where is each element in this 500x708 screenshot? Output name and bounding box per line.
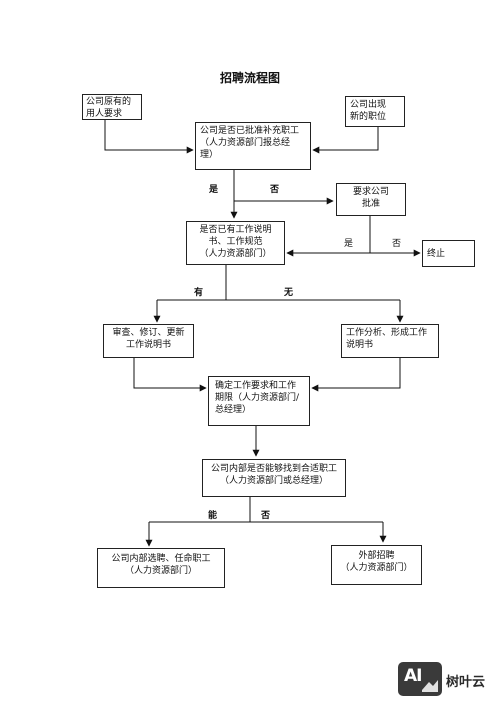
brand-logo-icon: AI [398, 662, 442, 696]
connector-request-yes-to-jd [286, 216, 371, 257]
node-has-job-description: 是否已有工作说明 书、工作规范 （人力资源部门） [186, 221, 285, 265]
label-internal-can: 能 [208, 511, 218, 521]
node-terminate: 终止 [422, 240, 475, 267]
node-approve-hire: 公司是否已批准补充职工 （人力资源部门报总经 理） [195, 122, 311, 170]
label-jd-has: 有 [194, 288, 204, 298]
label-approve-yes: 是 [209, 185, 219, 195]
label-request-no: 否 [392, 239, 402, 249]
label-internal-no: 否 [261, 511, 271, 521]
label-approve-no: 否 [270, 185, 280, 195]
node-confirm-requirements: 确定工作要求和工作 期限（人力资源部门/ 总经理） [208, 376, 310, 426]
brand-logo-text: AI [404, 666, 423, 686]
node-internal-select: 公司内部选聘、任命职工 （人力资源部门） [97, 548, 225, 588]
node-external-recruit: 外部招聘 （人力资源部门） [331, 545, 422, 585]
brand-watermark: AI 树叶云 [398, 662, 496, 698]
node-internal-search: 公司内部是否能够找到合适职工 （人力资源部门或总经理） [202, 459, 346, 497]
connector-analysis-to-confirm [311, 358, 401, 392]
chart-title: 招聘流程图 [219, 71, 280, 85]
brand-name: 树叶云 [446, 675, 486, 690]
label-jd-none: 无 [284, 288, 294, 298]
connector-review-to-confirm [133, 358, 207, 392]
node-existing-need: 公司原有的 用人要求 [82, 94, 142, 120]
node-new-position: 公司出现 新的职位 [345, 96, 405, 127]
node-review-revise: 审查、修订、更新 工作说明书 [103, 324, 194, 358]
connector-new-to-approve [312, 127, 379, 154]
connector-existing-to-approve [104, 120, 194, 154]
node-job-analysis: 工作分析、形成工作 说明书 [341, 324, 439, 358]
node-request-approval: 要求公司 批准 [336, 183, 406, 216]
label-request-yes: 是 [344, 239, 354, 249]
